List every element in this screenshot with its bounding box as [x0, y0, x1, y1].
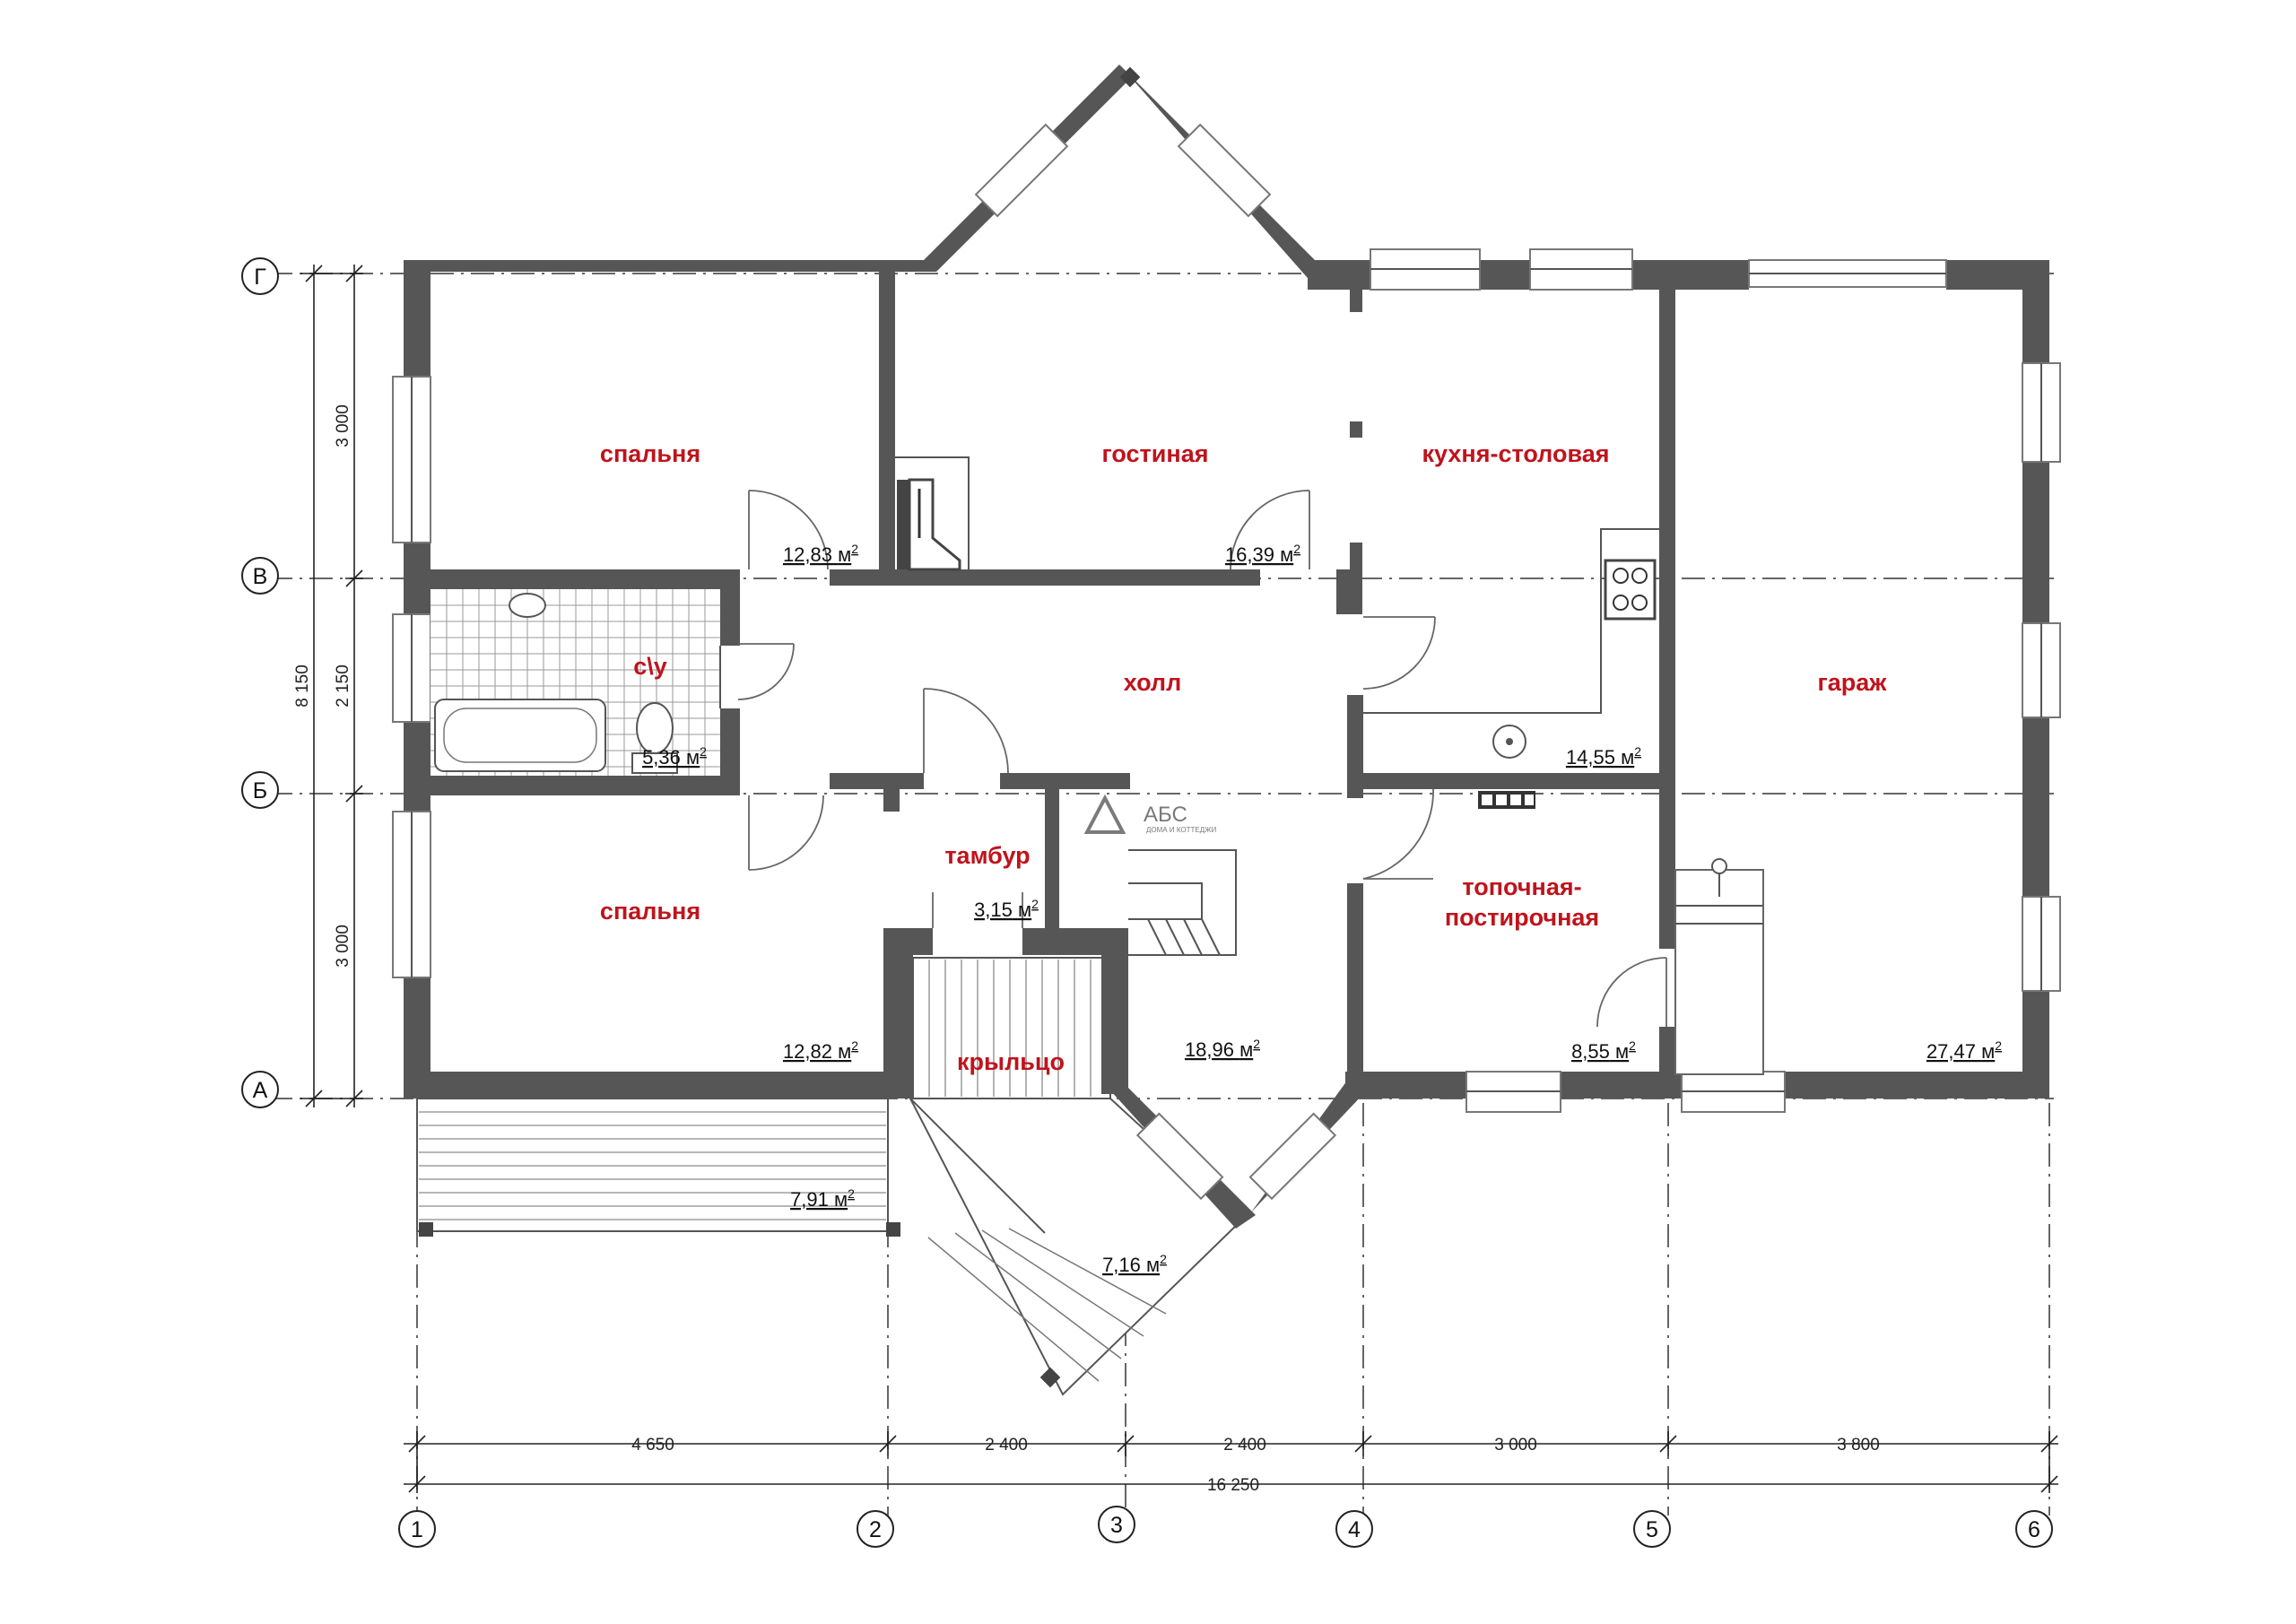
- kitchen-fixtures: [1363, 528, 1659, 809]
- dim-left-2: 2 150: [334, 664, 352, 708]
- entrance-steps: [909, 1098, 1248, 1396]
- dimension-chain-bottom: 4 650 2 400 2 400 3 000 3 800 16 250: [404, 1431, 2058, 1495]
- area-kitchen: 14,55 м2: [1566, 744, 1641, 769]
- area-labels: 12,83 м2 16,39 м2 14,55 м2 5,36 м2 18,96…: [642, 542, 2002, 1276]
- dim-bottom-4: 3 000: [1494, 1436, 1537, 1455]
- dim-left-total: 8 150: [293, 664, 312, 708]
- area-hall: 18,96 м2: [1185, 1037, 1260, 1061]
- axis-label-6: 6: [2028, 1517, 2040, 1542]
- room-name-bathroom: с\у: [633, 653, 667, 680]
- room-name-bedroom-2: спальня: [600, 898, 700, 925]
- axis-label-a: А: [253, 1078, 268, 1103]
- axis-label-2: 2: [869, 1517, 882, 1542]
- axis-label-1: 1: [411, 1517, 423, 1542]
- room-name-hall: холл: [1124, 669, 1181, 696]
- area-steps: 7,16 м2: [1102, 1252, 1167, 1276]
- room-name-living: гостиная: [1102, 440, 1209, 467]
- logo-subtext: ДОМА И КОТТЕДЖИ: [1146, 826, 1217, 834]
- doors: [737, 490, 1667, 1028]
- room-name-porch: крыльцо: [957, 1048, 1065, 1075]
- room-name-garage: гараж: [1818, 669, 1888, 696]
- logo-text: АБС: [1144, 803, 1187, 827]
- windows: [392, 66, 2061, 1201]
- porch: [912, 957, 1111, 1099]
- company-logo: АБС ДОМА И КОТТЕДЖИ: [1083, 794, 1217, 834]
- area-living: 16,39 м2: [1225, 542, 1300, 566]
- axis-label-5: 5: [1646, 1517, 1658, 1542]
- area-bedroom-2: 12,82 м2: [783, 1038, 858, 1063]
- room-name-vestibule: тамбур: [944, 842, 1030, 869]
- axis-label-4: 4: [1348, 1517, 1361, 1542]
- dim-bottom-3: 2 400: [1223, 1436, 1266, 1455]
- room-name-boiler: топочная-: [1462, 873, 1581, 900]
- room-name-boiler-2: постирочная: [1445, 904, 1599, 931]
- bathroom-tiles: [430, 589, 721, 776]
- dim-bottom-2: 2 400: [985, 1436, 1028, 1455]
- axis-label-v: В: [253, 564, 268, 589]
- dim-left-1: 3 000: [334, 404, 352, 447]
- axis-bubbles-numbered: 1 2 3 4 5 6: [398, 1506, 2053, 1548]
- axis-label-3: 3: [1110, 1513, 1123, 1538]
- dim-bottom-total: 16 250: [1207, 1476, 1259, 1495]
- area-terrace: 7,91 м2: [790, 1186, 855, 1211]
- room-name-bedroom-1: спальня: [600, 440, 700, 467]
- dimension-chain-left: 3 000 2 150 3 000 8 150: [293, 265, 363, 1107]
- stairs: [1128, 849, 1237, 956]
- dim-bottom-5: 3 800: [1837, 1436, 1880, 1455]
- area-boiler: 8,55 м2: [1571, 1038, 1636, 1063]
- room-name-kitchen: кухня-столовая: [1422, 440, 1610, 467]
- axis-label-g: Г: [254, 265, 266, 290]
- fireplace: [895, 456, 970, 571]
- area-garage: 27,47 м2: [1926, 1038, 2002, 1063]
- dim-bottom-1: 4 650: [631, 1436, 674, 1455]
- area-vestibule: 3,15 м2: [974, 897, 1039, 921]
- garage-equipment: [1674, 858, 1764, 1075]
- axis-label-b: Б: [253, 778, 267, 803]
- axis-bubbles-lettered: Г В Б А: [241, 257, 279, 1108]
- area-bedroom-1: 12,83 м2: [783, 542, 858, 566]
- terrace: [416, 1098, 900, 1237]
- dim-left-3: 3 000: [334, 925, 352, 968]
- area-bathroom: 5,36 м2: [642, 744, 707, 769]
- room-labels: спальня гостиная кухня-столовая с\у холл…: [600, 440, 1887, 1075]
